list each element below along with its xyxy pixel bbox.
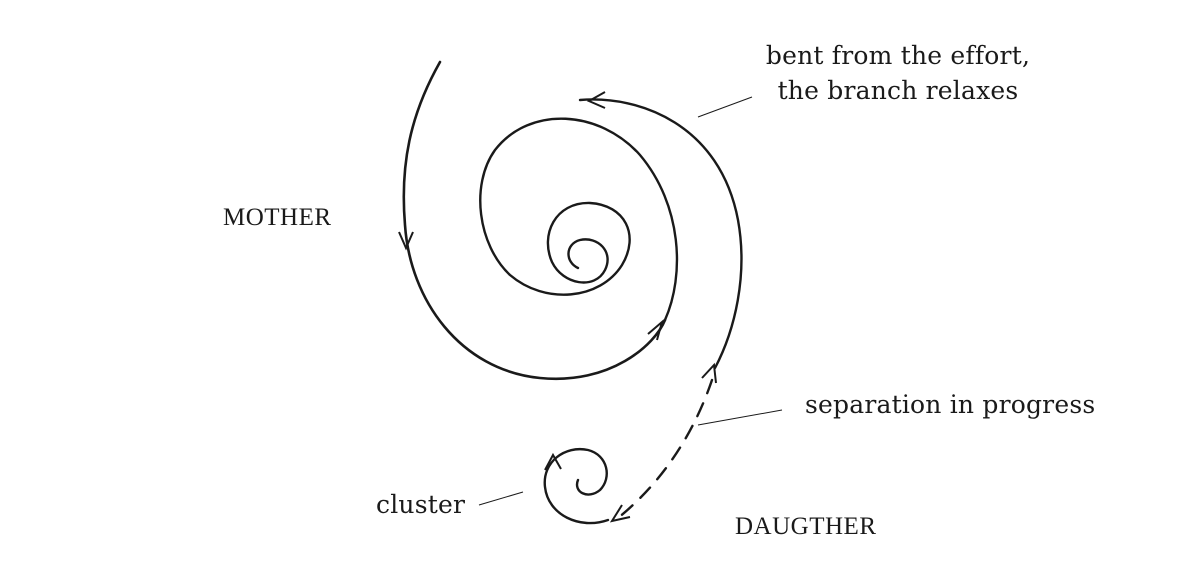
daughter-arrow bbox=[544, 452, 562, 471]
mother-arrow-right bbox=[647, 319, 664, 341]
mother-spiral-inner bbox=[479, 117, 679, 322]
branch-arrow-up bbox=[701, 362, 717, 384]
mother-arrow-top bbox=[586, 91, 606, 109]
separation-leader-line bbox=[697, 409, 783, 426]
separation-label: separation in progress bbox=[805, 390, 1096, 419]
daughter-label: DAUGTHER bbox=[735, 513, 877, 540]
daughter-spiral bbox=[543, 447, 610, 525]
cluster-label: cluster bbox=[376, 490, 466, 519]
cluster-leader-line bbox=[478, 491, 524, 506]
mother-label: MOTHER bbox=[223, 204, 332, 231]
bent-leader-line bbox=[697, 96, 753, 118]
separation-arrow bbox=[609, 504, 631, 523]
mother-arrow-down bbox=[398, 231, 414, 251]
bent-annotation: bent from the effort, the branch relaxes bbox=[758, 38, 1038, 108]
bent-branch bbox=[578, 98, 743, 370]
separation-dashed-line bbox=[616, 378, 714, 520]
bent-annotation-line2: the branch relaxes bbox=[777, 76, 1019, 105]
bent-annotation-line1: bent from the effort, bbox=[765, 41, 1031, 70]
mother-spiral-outer-arc bbox=[402, 60, 667, 381]
